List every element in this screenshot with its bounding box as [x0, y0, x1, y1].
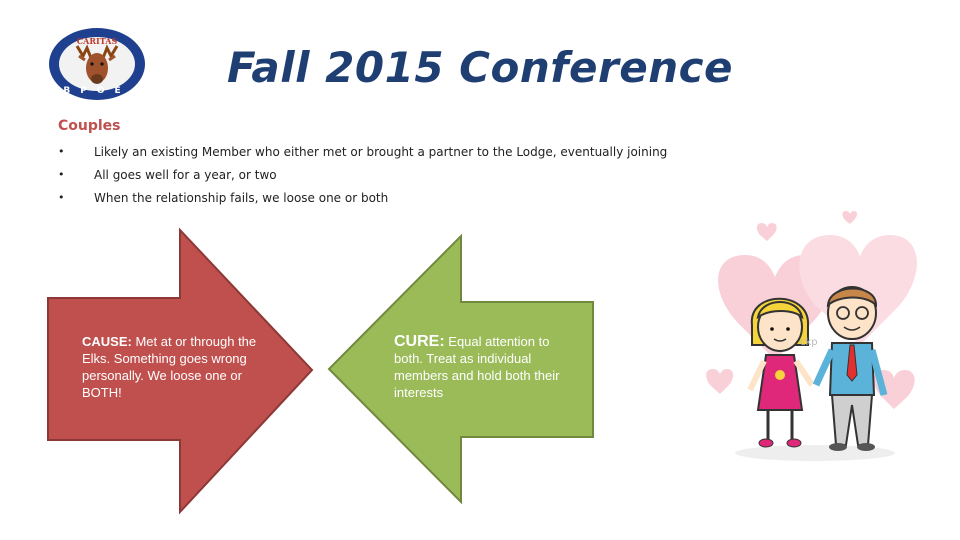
bullet-glyph: • [58, 145, 65, 158]
cure-box-text: CURE: Equal attention to both. Treat as … [394, 333, 579, 401]
bullet-text: All goes well for a year, or two [94, 168, 277, 182]
elk-emblem-logo: CARITAS BPOE [49, 28, 145, 100]
cause-arrow [47, 227, 314, 515]
bullet-list: • Likely an existing Member who either m… [58, 142, 667, 211]
bullet-text: When the relationship fails, we loose on… [94, 191, 389, 205]
girl-figure [747, 297, 815, 448]
bullet-item: • All goes well for a year, or two [58, 165, 667, 188]
elk-emblem-icon [75, 44, 119, 84]
illustration-watermark: ckp [800, 337, 818, 348]
bullet-glyph: • [58, 191, 65, 204]
cartoon-couple-hearts-icon: ckp [706, 211, 917, 461]
logo-top-letters: CARITAS [77, 36, 118, 46]
bullet-text: Likely an existing Member who either met… [94, 145, 668, 159]
bullet-item: • When the relationship fails, we loose … [58, 188, 667, 211]
cause-label: CAUSE: [82, 334, 132, 349]
slide-title: Fall 2015 Conference [227, 43, 733, 92]
cure-arrow [327, 233, 594, 505]
bullet-glyph: • [58, 168, 65, 181]
cure-label: CURE: [394, 333, 445, 350]
bullet-item: • Likely an existing Member who either m… [58, 142, 667, 165]
cause-description: Met at or through the Elks. Something go… [82, 334, 257, 400]
section-heading: Couples [58, 118, 121, 134]
cure-description: Equal attention to both. Treat as indivi… [394, 334, 560, 400]
logo-bottom-letters: BPOE [63, 86, 130, 96]
boy-figure [812, 286, 888, 451]
cause-box-text: CAUSE: Met at or through the Elks. Somet… [82, 333, 264, 401]
